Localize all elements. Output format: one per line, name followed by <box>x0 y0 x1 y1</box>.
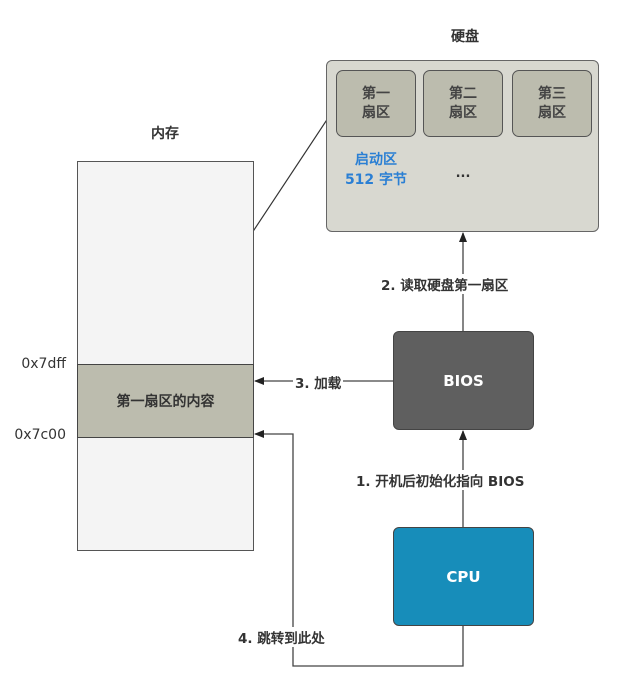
boot-label-line1: 启动区 <box>355 152 397 168</box>
disk-title: 硬盘 <box>451 29 479 45</box>
more-sectors-ellipsis: ... <box>455 166 471 181</box>
memory-boot-region: 第一扇区的内容 <box>77 364 254 438</box>
sector-2-line2: 扇区 <box>449 104 477 121</box>
bios-block: BIOS <box>393 331 534 430</box>
sector-1-line1: 第一 <box>362 85 390 102</box>
sector-2: 第二扇区 <box>423 70 503 137</box>
boot-label-line2: 512 字节 <box>344 172 408 188</box>
address-low: 0x7c00 <box>14 427 66 443</box>
sector-1-line2: 扇区 <box>362 104 390 121</box>
step4-label: 4. 跳转到此处 <box>236 627 327 647</box>
step2-label: 2. 读取硬盘第一扇区 <box>379 274 511 294</box>
step1-label: 1. 开机后初始化指向 BIOS <box>354 470 527 490</box>
sector-3: 第三扇区 <box>512 70 592 137</box>
sector-3-line1: 第三 <box>538 85 566 102</box>
address-high: 0x7dff <box>21 356 66 372</box>
memory-title: 内存 <box>151 126 179 142</box>
sector-2-line1: 第二 <box>449 85 477 102</box>
boot-sector-label: 启动区 512 字节 <box>333 150 419 190</box>
step3-label: 3. 加载 <box>293 372 344 392</box>
memory-box <box>77 161 254 551</box>
cpu-block: CPU <box>393 527 534 626</box>
arrow-step4 <box>254 430 464 667</box>
sector-3-line2: 扇区 <box>538 104 566 121</box>
sector-1: 第一扇区 <box>336 70 416 137</box>
